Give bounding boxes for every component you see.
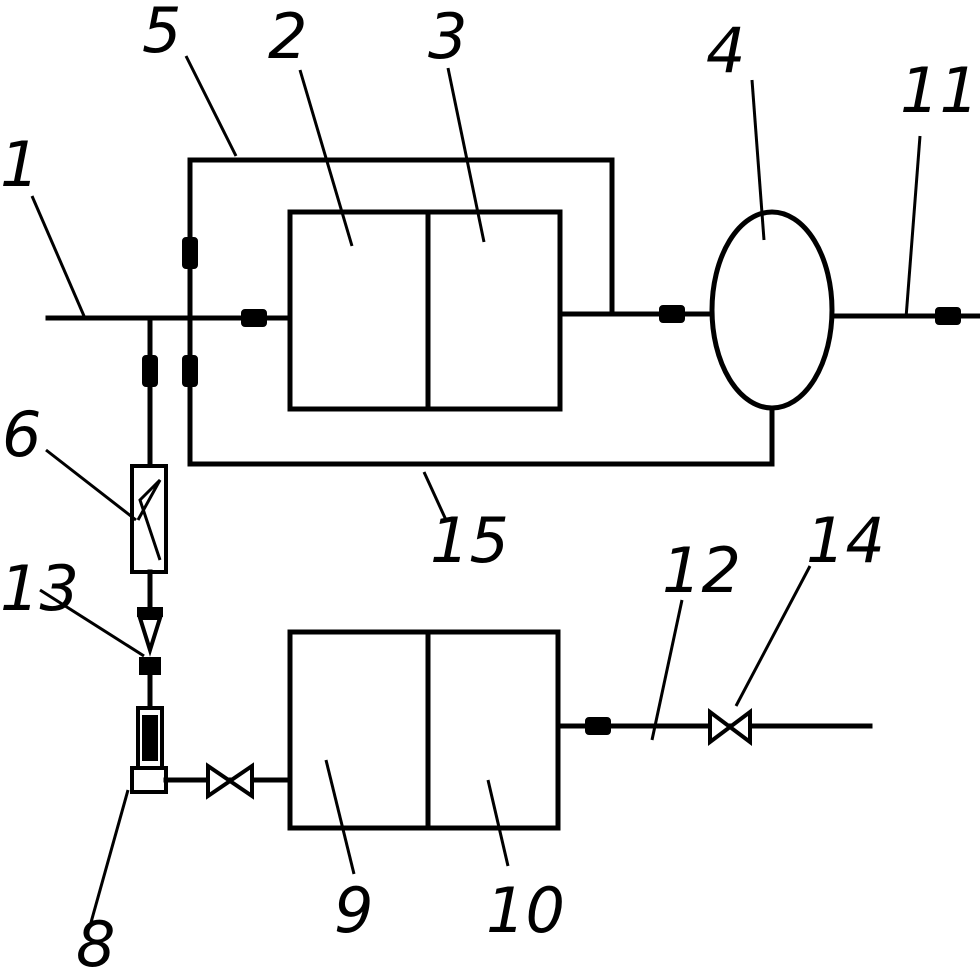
leader-4 xyxy=(750,79,766,241)
leader-11 xyxy=(904,135,922,319)
valve-14-right xyxy=(726,708,752,746)
leader-12 xyxy=(650,599,684,741)
main-line xyxy=(45,305,980,327)
box-unit-2-3 xyxy=(287,209,563,412)
branch-line xyxy=(130,315,168,794)
coupling-inlet xyxy=(241,309,267,327)
label-2: 2 xyxy=(268,0,307,73)
valve-feed-right xyxy=(226,762,254,800)
leader-3 xyxy=(446,67,486,243)
leader-8 xyxy=(88,789,130,927)
label-15: 15 xyxy=(430,504,509,577)
leader-14 xyxy=(734,565,812,707)
label-14: 14 xyxy=(806,504,885,577)
unit-9-10 xyxy=(163,629,873,831)
return-15 xyxy=(182,315,775,467)
label-4: 4 xyxy=(706,14,745,87)
bypass-5 xyxy=(182,157,615,321)
device-8-core xyxy=(142,715,158,761)
label-1: 1 xyxy=(0,128,39,201)
leader-1 xyxy=(30,195,86,317)
leader-lines xyxy=(30,55,922,927)
coupling-12 xyxy=(585,717,611,735)
label-3: 3 xyxy=(428,0,467,73)
label-11: 11 xyxy=(900,54,979,127)
label-10: 10 xyxy=(486,874,565,947)
coupling-return-lower xyxy=(182,355,198,387)
leader-6 xyxy=(45,448,137,522)
coupling-11 xyxy=(935,307,961,325)
leader-13 xyxy=(39,588,145,658)
label-9: 9 xyxy=(334,874,373,947)
leader-2 xyxy=(298,69,354,247)
label-8: 8 xyxy=(76,908,115,969)
unit-2-3 xyxy=(287,209,563,412)
leader-9 xyxy=(324,759,356,875)
bypass-pipe-5 xyxy=(187,157,615,321)
label-12: 12 xyxy=(662,534,741,607)
box-unit-9-10 xyxy=(287,629,561,831)
device-8-base xyxy=(130,766,168,794)
coupling-outlet xyxy=(659,305,685,323)
leader-15 xyxy=(422,471,448,521)
valve-13-flange-top xyxy=(137,607,163,617)
leader-5 xyxy=(184,55,238,157)
valve-13 xyxy=(137,616,163,657)
return-pipe-15 xyxy=(187,315,775,467)
oval-tank-4 xyxy=(709,209,835,411)
leader-10 xyxy=(486,779,510,867)
coupling-branch xyxy=(142,355,158,387)
label-5: 5 xyxy=(142,0,181,67)
label-6: 6 xyxy=(2,398,41,471)
valve-14-left xyxy=(708,708,734,746)
coupling-bypass-upper xyxy=(182,237,198,269)
label-13: 13 xyxy=(0,552,79,625)
valve-feed-left xyxy=(206,762,234,800)
device-6-symbol xyxy=(136,478,162,561)
